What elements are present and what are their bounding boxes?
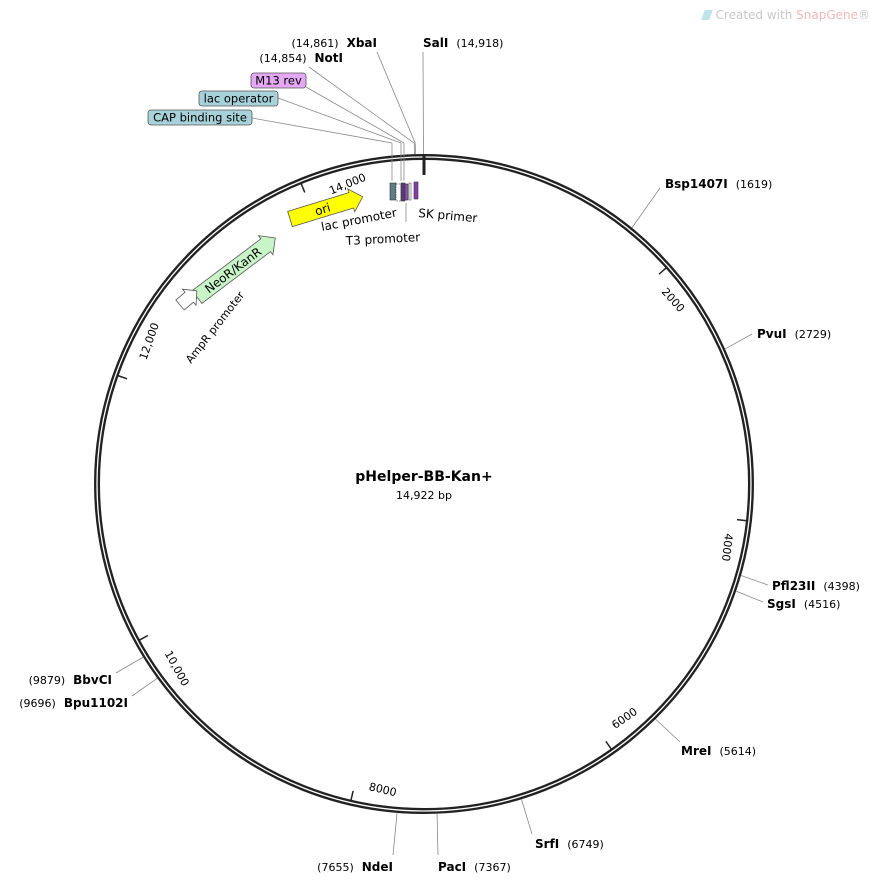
watermark-text: Created with (715, 8, 797, 22)
lac-operator-mark (400, 182, 406, 202)
cap-binding-site-mark (389, 182, 397, 201)
tick-label: 2000 (659, 285, 687, 315)
site-label-sgsi: SgsI (4516) (767, 597, 840, 611)
ori-arrow: ori (287, 188, 364, 228)
tick-10000 (138, 634, 149, 641)
site-line-xbai (376, 51, 416, 144)
tick-label: 12,000 (137, 321, 162, 362)
site-position: (14,861) (292, 37, 339, 50)
lac-promoter-mark (395, 183, 402, 202)
site-line-bpu1102i (131, 678, 158, 697)
site-name: Bpu1102I (64, 696, 128, 710)
site-line-noti (308, 66, 415, 144)
neor-kanr-arrow-shape (191, 235, 276, 304)
tick-8000 (350, 790, 354, 801)
tick-4000 (736, 518, 747, 522)
site-name: PacI (438, 860, 466, 874)
site-position: (1619) (736, 178, 773, 191)
tick-6000 (605, 740, 613, 750)
site-name: NotI (315, 51, 344, 65)
m13-rev-mark (404, 183, 409, 201)
plasmid-length: 14,922 bp (396, 489, 452, 502)
site-line-bbvci (115, 656, 144, 674)
tick-2000 (658, 267, 667, 275)
site-line-sgsi (735, 590, 764, 603)
site-line-ndei (392, 812, 398, 856)
site-label-srfi: SrfI (6749) (535, 837, 604, 851)
neor-kanr-arrow-label: NeoR/KanR (202, 245, 264, 297)
feature-line (277, 97, 402, 144)
site-line-pfl23ii (740, 575, 769, 586)
ori-arrow-label: ori (313, 201, 332, 219)
site-label-bpu1102i: (9696) Bpu1102I (19, 696, 128, 710)
site-position: (7367) (474, 861, 511, 874)
site-label-mrei: MreI (5614) (681, 744, 756, 758)
site-position: (14,918) (456, 37, 503, 50)
tick-14000 (300, 182, 306, 193)
feature-box-1 (198, 90, 279, 107)
site-label-paci: PacI (7367) (438, 860, 511, 874)
site-line-srfi (521, 799, 533, 835)
watermark-mark: ® (858, 8, 870, 22)
site-label-noti: (14,854) NotI (259, 51, 343, 65)
site-name: PvuI (757, 327, 787, 341)
site-label-bsp1407i: Bsp1407I (1619) (665, 177, 772, 191)
feature-label-m13-rev: M13 rev (255, 74, 302, 88)
site-label-pfl23ii: Pfl23II (4398) (772, 579, 860, 593)
site-position: (4398) (823, 580, 860, 593)
site-name: XbaI (347, 36, 377, 50)
watermark-brand: SnapGene (796, 8, 858, 22)
site-name: Pfl23II (772, 579, 815, 593)
site-name: NdeI (362, 860, 393, 874)
site-line-bsp1407i (631, 187, 661, 228)
ori-arrow-shape (287, 188, 364, 228)
site-name: MreI (681, 744, 711, 758)
site-name: Bsp1407I (665, 177, 728, 191)
site-line-paci (436, 813, 439, 856)
site-position: (7655) (317, 861, 354, 874)
snapgene-watermark: Created with SnapGene® (700, 8, 870, 22)
sk-primer-label: SK primer (418, 206, 478, 225)
site-label-xbai: (14,861) XbaI (292, 36, 377, 50)
t3-promoter-label: T3 promoter (344, 230, 420, 248)
site-label-ndei: (7655) NdeI (317, 860, 393, 874)
mcs-features (389, 181, 419, 222)
site-position: (6749) (567, 838, 604, 851)
feature-box-2 (147, 109, 253, 126)
plasmid-name: pHelper-BB-Kan+ (355, 469, 492, 485)
tick-label: 6000 (609, 705, 639, 732)
site-label-pvui: PvuI (2729) (757, 327, 831, 341)
feature-label-lac-operator: lac operator (204, 92, 274, 106)
site-position: (4516) (804, 598, 841, 611)
site-position: (9879) (29, 674, 66, 687)
site-position: (9696) (19, 697, 56, 710)
feature-line (305, 86, 405, 144)
site-name: BbvCI (73, 673, 112, 687)
generated-marks: 200040006000800010,00012,00014,000SalI(1… (19, 36, 860, 874)
tick-label: 4000 (719, 533, 735, 562)
tick-label: 8000 (368, 780, 398, 799)
site-label-sali: SalI (14,918) (423, 36, 503, 50)
site-line-pvui (724, 333, 753, 350)
site-line-mrei (655, 718, 681, 743)
t3-promoter-mark (408, 182, 412, 201)
feature-box-0 (250, 72, 307, 89)
feature-line (251, 117, 393, 144)
site-name: SrfI (535, 837, 559, 851)
site-position: (2729) (795, 328, 832, 341)
site-label-bbvci: (9879) BbvCI (29, 673, 112, 687)
site-position: (14,854) (259, 52, 306, 65)
site-name: SgsI (767, 597, 796, 611)
sk-primer-mark (413, 181, 419, 200)
site-name: SalI (423, 36, 448, 50)
ampr-promoter-arrow-shape (175, 288, 198, 311)
feature-label-cap-binding-site: CAP binding site (153, 111, 247, 125)
site-position: (5614) (719, 745, 756, 758)
ampr-promoter-arrow (175, 288, 198, 311)
tick-12000 (117, 374, 128, 380)
